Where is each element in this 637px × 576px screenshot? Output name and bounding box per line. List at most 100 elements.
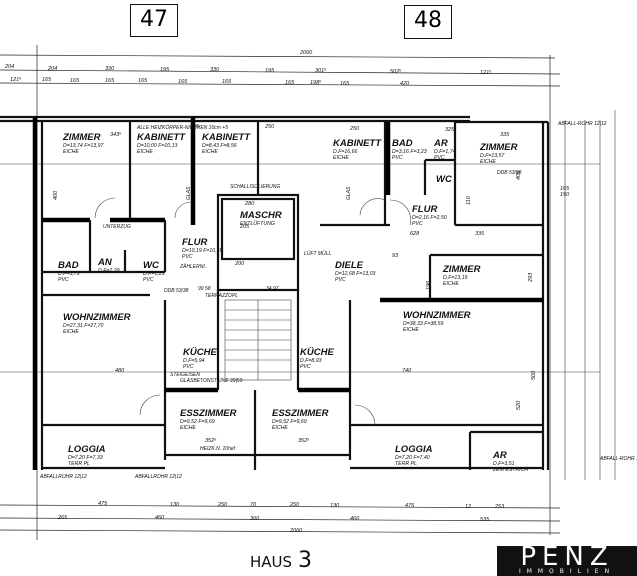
room-name: KABINETT — [137, 132, 186, 143]
dimension-label: 520 — [516, 400, 522, 410]
room-name: KÜCHE — [183, 347, 217, 358]
dimension-label: 2060 — [299, 50, 313, 56]
room-name: KÜCHE — [300, 347, 334, 358]
dimension-label: 250 — [289, 502, 300, 508]
plan-note: GLASBETONSTEINE 39|59 — [180, 378, 243, 384]
logo-name: PENZ — [520, 542, 614, 572]
plan-note: TERRAZZOPL — [205, 293, 238, 299]
dimension-label: 330 — [210, 67, 220, 73]
room-area: D=9,52 F=9,69 — [180, 419, 215, 425]
dimension-label: 420 — [400, 81, 410, 87]
plan-note: STEIGEISEN — [170, 372, 200, 378]
dimension-lines — [0, 45, 616, 540]
room-name: ZIMMER — [62, 132, 101, 143]
room-floor: PVC — [412, 221, 423, 227]
room-name: BAD — [392, 138, 413, 149]
dimension-label: 280 — [244, 201, 255, 207]
room-floor: PVC — [183, 364, 194, 370]
dimension-label: 121⁵ — [480, 69, 492, 76]
dimension-label: 502⁵ — [390, 68, 402, 75]
room-floor: EICHE — [180, 425, 196, 431]
dimension-label: 200 — [234, 261, 245, 267]
dimension-label: 301⁵ — [315, 67, 327, 74]
room-area: D.F=13,57 — [480, 153, 505, 159]
room-floor: PVC — [335, 277, 346, 283]
room-floor: TERR PL — [68, 461, 90, 467]
plan-note: GLAS — [186, 186, 192, 200]
room-area: D.F=5,94 — [183, 358, 205, 364]
room-area: D.F=1,23 — [143, 271, 165, 277]
dimension-label: 460 — [155, 515, 165, 521]
room-floor: PVC — [434, 155, 445, 161]
plan-note: ABFALL-ROHR 12|12 — [599, 456, 637, 462]
room-name: MASCHR — [240, 210, 282, 221]
unit-number-48: 48 — [404, 5, 452, 39]
dimension-label: 535 — [480, 517, 490, 523]
dimension-label: 110 — [466, 195, 472, 205]
room-floor: EICHE — [333, 155, 349, 161]
room-floor: PVC — [143, 277, 154, 283]
room-name: WC — [143, 260, 159, 271]
dimension-label: 325 — [445, 127, 455, 133]
unit-number-47: 47 — [130, 4, 178, 37]
room-area: D.F=1,74 — [434, 149, 456, 155]
room-area: D.F=3,51 — [493, 461, 515, 467]
dimension-label: 335 — [475, 231, 485, 237]
dimension-label: 330 — [105, 66, 115, 72]
dimension-label: 12 — [465, 504, 471, 510]
dimension-label: 265 — [57, 515, 68, 521]
room-name: FLUR — [412, 204, 437, 215]
plan-note: UNTERZUG — [103, 224, 131, 230]
dimension-label: 130 — [330, 503, 340, 509]
room-name: FLUR — [182, 237, 207, 248]
dimension-label: 195 — [265, 68, 275, 74]
plan-note: ABFALLROHR 12|12 — [134, 474, 182, 480]
plan-note: ZÄHLERNI. — [179, 263, 206, 270]
haus-number: 3 — [298, 548, 313, 573]
dimension-label: 460 — [350, 516, 360, 522]
dimension-label: 293 — [528, 272, 534, 283]
room-floor: EICHE — [202, 149, 218, 155]
room-floor: EICHE — [137, 149, 153, 155]
plan-note: ALLE HEIZKÖRPER-NISCHEN 10cm +5 — [136, 124, 228, 131]
plan-note: SCHALLISOLIERUNG — [230, 184, 280, 190]
room-name: WOHNZIMMER — [63, 312, 131, 323]
logo-sub: IMMOBILIEN — [518, 568, 616, 575]
dimension-label: 250 — [349, 126, 360, 132]
plan-note: ABFALL-ROHR 12|12 — [557, 121, 607, 127]
dimension-label: 121⁵ — [10, 76, 22, 83]
room-floor: EICHE — [63, 149, 79, 155]
room-area: D=7,20 F=7,33 — [68, 455, 103, 461]
room-name: AN — [97, 257, 113, 268]
room-area: D=38,33 F=38,59 — [403, 321, 443, 327]
room-floor: EICHE — [272, 425, 288, 431]
dimension-label: 70 — [250, 502, 257, 508]
dimension-label: 130 — [170, 502, 180, 508]
room-name: ESSZIMMER — [272, 408, 329, 419]
plan-note: DDB 53/38 — [164, 288, 189, 294]
room-name: AR — [433, 138, 448, 149]
room-floor: PVC — [300, 364, 311, 370]
plan-note: GLAS — [346, 186, 352, 200]
dimension-label: 335 — [500, 132, 510, 138]
room-name: WC — [436, 174, 452, 185]
dimension-label: 352⁵ — [298, 437, 310, 444]
room-area: D=10,00 F=10,13 — [137, 143, 177, 149]
dimension-label: 165 — [285, 80, 295, 86]
dimension-label: 198⁵ — [310, 79, 322, 86]
room-area: D.F=16,66 — [333, 149, 357, 155]
dimension-label: 93 — [392, 253, 399, 259]
room-floor: ZEM ESTRICH — [492, 467, 528, 473]
walls — [0, 115, 550, 470]
dimension-label: 300 — [250, 516, 260, 522]
dimension-label: 165 — [138, 78, 148, 84]
dimension-label: 405 — [516, 170, 522, 180]
doors — [94, 197, 411, 426]
room-name: KABINETT — [202, 132, 251, 143]
plan-note: HEIZK.N. 10hef — [200, 446, 236, 452]
dimension-label: 150 — [560, 192, 570, 198]
dimension-label: 343⁵ — [110, 131, 122, 138]
dimension-label: 196 — [426, 280, 432, 290]
